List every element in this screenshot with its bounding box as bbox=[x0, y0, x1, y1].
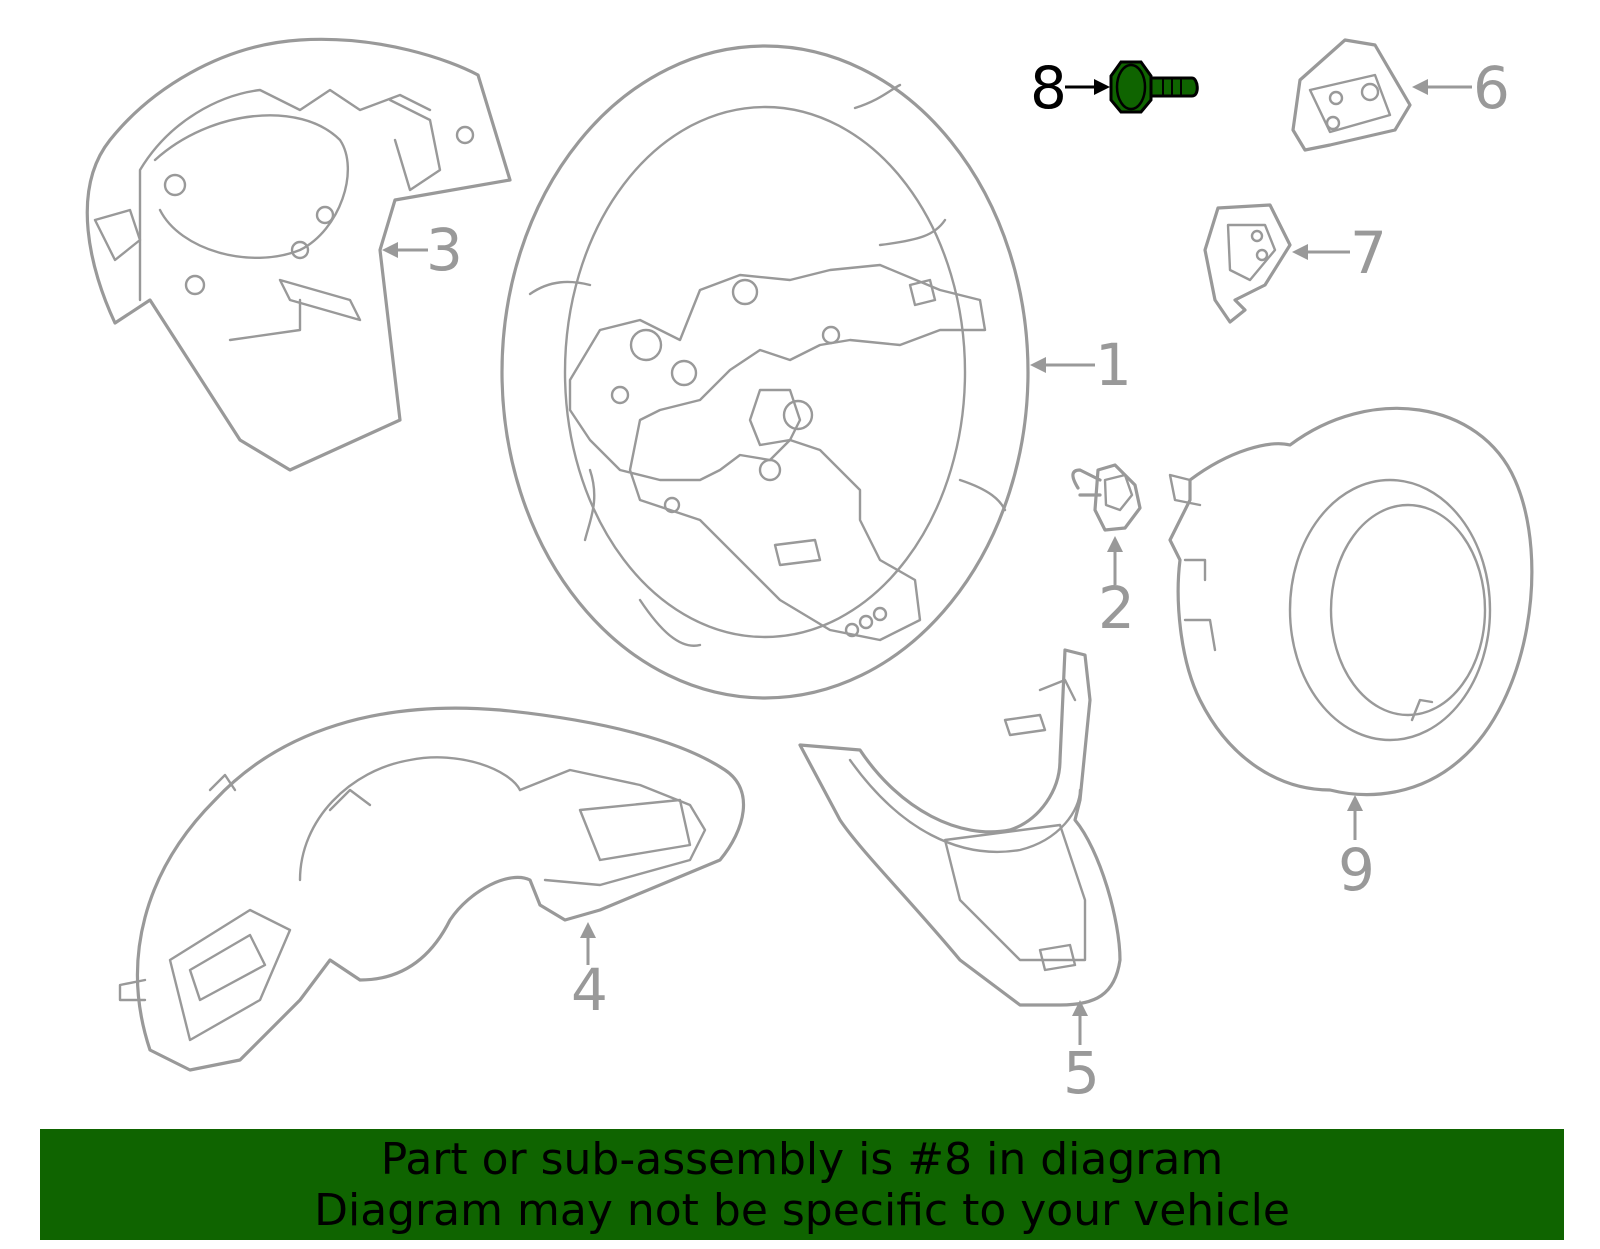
part-2-bolt[interactable] bbox=[1071, 463, 1142, 532]
callout-label-1: 1 bbox=[1095, 331, 1132, 399]
banner-line-disclaimer: Diagram may not be specific to your vehi… bbox=[314, 1184, 1290, 1236]
callout-label-9: 9 bbox=[1338, 836, 1375, 904]
part-4-lower-cover[interactable] bbox=[118, 706, 746, 1072]
part-9-airbag[interactable] bbox=[1168, 406, 1534, 797]
callout-3: 3 bbox=[382, 216, 463, 284]
callout-label-6: 6 bbox=[1473, 54, 1510, 122]
callout-label-7: 7 bbox=[1350, 219, 1387, 287]
part-8-bolt-highlighted[interactable] bbox=[1109, 60, 1199, 114]
callout-9: 9 bbox=[1338, 795, 1375, 904]
banner-line-part: Part or sub-assembly is #8 in diagram bbox=[380, 1133, 1224, 1185]
info-banner: Part or sub-assembly is #8 in diagram Di… bbox=[40, 1129, 1564, 1240]
part-3-rear-cover[interactable] bbox=[85, 37, 512, 472]
callout-5: 5 bbox=[1063, 1000, 1100, 1107]
part-7-switch[interactable] bbox=[1203, 203, 1292, 324]
callout-1: 1 bbox=[1030, 331, 1132, 399]
callout-label-5: 5 bbox=[1063, 1039, 1100, 1107]
callout-8: 8 bbox=[1030, 54, 1110, 122]
part-1-steering-wheel[interactable] bbox=[500, 44, 1030, 700]
callout-6: 6 bbox=[1412, 54, 1510, 122]
callout-label-2: 2 bbox=[1098, 574, 1135, 642]
part-5-lower-trim[interactable] bbox=[798, 648, 1122, 1007]
part-6-bracket[interactable] bbox=[1291, 38, 1412, 152]
callout-2: 2 bbox=[1098, 536, 1135, 642]
callout-4: 4 bbox=[571, 922, 608, 1024]
callout-7: 7 bbox=[1292, 219, 1387, 287]
callout-label-3: 3 bbox=[426, 216, 463, 284]
callout-label-8: 8 bbox=[1030, 54, 1067, 122]
callout-label-4: 4 bbox=[571, 956, 608, 1024]
parts-diagram: 1 2 3 4 5 6 7 8 bbox=[85, 37, 1534, 1107]
